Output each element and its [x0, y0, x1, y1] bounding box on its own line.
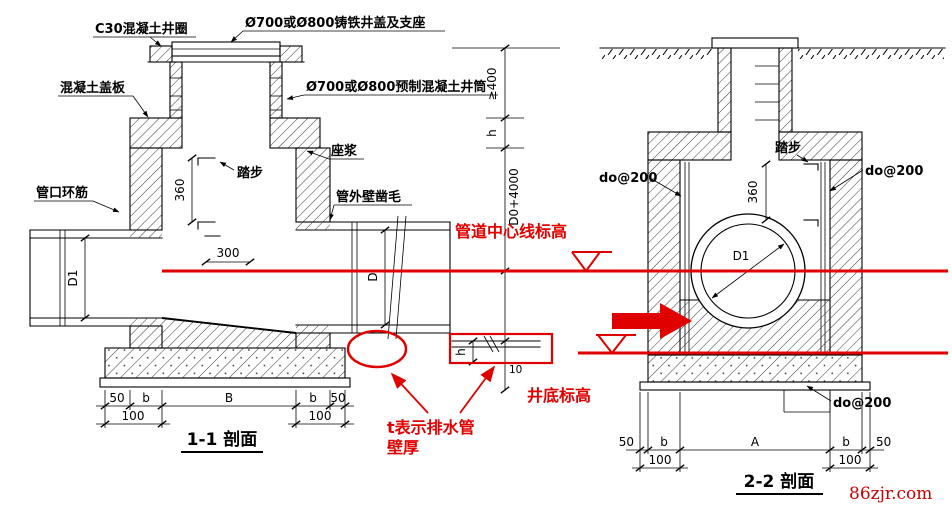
- dim-pipe-left: D1: [66, 234, 90, 322]
- chamber-walls: [129, 147, 331, 349]
- annotation-t-note-2: 壁厚: [387, 438, 419, 457]
- title-1-1: 1-1 剖面: [181, 429, 263, 453]
- annotation-pipe-centerline: 管道中心线标高: [455, 222, 567, 241]
- bottom-dimensions: 50 b B b 50 100 100: [96, 390, 354, 428]
- label-iron-cover: Ø700或Ø800铸铁井盖及支座: [245, 15, 425, 31]
- dim-A: A: [751, 435, 760, 449]
- labels-2-2: 踏步 do@200 do@200 do@200: [599, 140, 923, 411]
- red-arrow-icon: [612, 303, 692, 339]
- dim-step-width: 300: [201, 246, 255, 266]
- step-marks-2: [803, 163, 819, 227]
- dim-360-label-2: 360: [746, 181, 760, 204]
- highlight-rect: [448, 332, 554, 365]
- dim-50-left: 50: [109, 391, 124, 405]
- dim-B: B: [225, 391, 233, 405]
- dim-d1-circle: D1: [733, 249, 750, 263]
- label-do200-right: do@200: [865, 164, 923, 179]
- dim-50-left-2: 50: [619, 435, 634, 449]
- left-pipe: [29, 229, 163, 327]
- label-c30-ring: C30混凝土井圈: [95, 21, 188, 37]
- pipe-wall-thickness-detail: h: [451, 335, 541, 366]
- dim-100-left-2: 100: [649, 453, 672, 467]
- dim-d1-label: D1: [66, 270, 80, 287]
- dim-step-spacing-2: 360: [746, 160, 771, 224]
- dim-100-left: 100: [122, 409, 145, 423]
- red-annotations: 管道中心线标高 井底标高 t表示排水管 壁厚: [162, 222, 948, 457]
- dim-step-spacing: 360: [173, 154, 197, 226]
- step-marks: [197, 157, 221, 237]
- dim-d-label: D: [366, 272, 380, 281]
- shaft: [711, 37, 799, 133]
- label-do200-left: do@200: [599, 171, 657, 186]
- dim-100-right: 100: [309, 409, 332, 423]
- elevation-marker-bottom-icon: [596, 334, 636, 355]
- cover-slab: [129, 117, 321, 149]
- watermark: 86zjr.com: [849, 484, 932, 504]
- label-seat-mortar: 座浆: [330, 143, 358, 159]
- dim-depth: D0+4000: [507, 168, 521, 225]
- ground-line: [599, 47, 946, 59]
- section-1-title: 1-1 剖面: [187, 429, 258, 450]
- label-steps-1: 踏步: [237, 165, 263, 181]
- label-pipe-ring-rebar: 管口环筋: [36, 185, 88, 201]
- dim-pipe-right: D: [366, 226, 390, 329]
- dim-100-right-2: 100: [839, 453, 862, 467]
- title-2-2: 2-2 剖面: [736, 471, 823, 495]
- bottom-dimensions-2: 50 b A b 50 100 100: [619, 392, 891, 472]
- cover-assembly: [147, 41, 305, 63]
- base-slab-2: [639, 354, 871, 413]
- dim-50-right: 50: [330, 391, 345, 405]
- cover-slab-2: [647, 131, 863, 161]
- dim-b-left-2: b: [660, 435, 668, 449]
- section-2-2: D1 360 踏步 do@200 do@200 do@200: [599, 37, 946, 495]
- note-arrow-right: [459, 365, 496, 414]
- dim-360-label: 360: [173, 179, 187, 202]
- dim-h-detail: h: [454, 348, 468, 356]
- label-steps-2: 踏步: [775, 140, 801, 156]
- benching-slope: [161, 317, 297, 348]
- label-concrete-slab: 混凝土盖板: [60, 80, 126, 96]
- elevation-marker-centerline-icon: [571, 251, 612, 273]
- note-arrow-left: [390, 372, 429, 414]
- right-pipe: [295, 215, 451, 340]
- dim-b-right-2: b: [842, 435, 850, 449]
- dim-50-right-2: 50: [876, 435, 891, 449]
- annotation-well-bottom: 井底标高: [527, 386, 591, 405]
- dim-ge400: ≥400: [485, 68, 499, 101]
- section-1-1: 360 300 D1 D 50 b: [29, 15, 498, 453]
- label-precast-barrel: Ø700或Ø800预制混凝土井筒: [306, 79, 486, 95]
- labels-1-1: C30混凝土井圈 Ø700或Ø800铸铁井盖及支座 混凝土盖板 Ø700或Ø80…: [34, 15, 498, 221]
- base-slab: [99, 347, 351, 388]
- precast-barrel-walls: [169, 61, 283, 119]
- highlight-ellipse: [346, 329, 408, 369]
- section-2-title: 2-2 剖面: [744, 471, 815, 492]
- dim-300-label: 300: [217, 246, 240, 260]
- label-pipe-wall-rough: 管外壁凿毛: [336, 189, 401, 205]
- middle-dimension-chain: ≥400 h D0+4000 10: [452, 44, 560, 394]
- dim-10: 10: [509, 364, 522, 376]
- dim-b-right: b: [309, 391, 317, 405]
- annotation-t-note-1: t表示排水管: [387, 418, 475, 437]
- dim-b-left: b: [142, 391, 150, 405]
- dim-h-slab: h: [485, 129, 499, 137]
